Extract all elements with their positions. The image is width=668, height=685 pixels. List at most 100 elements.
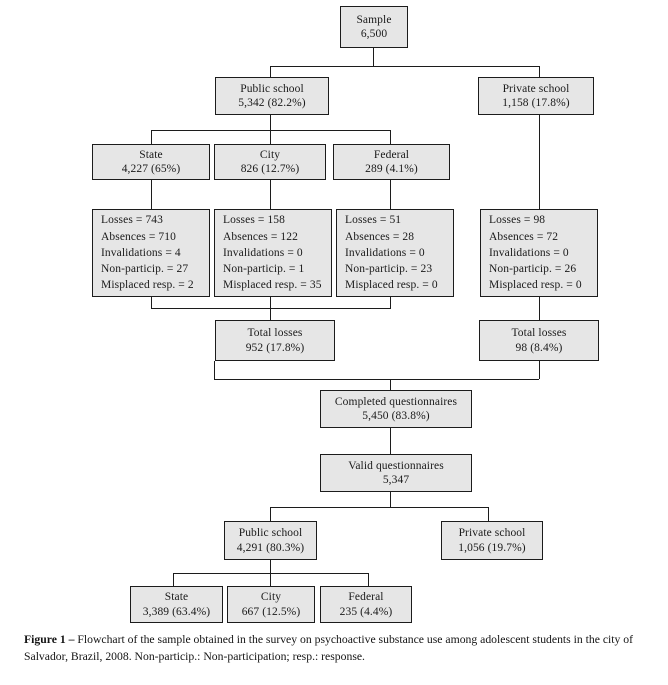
- node-federal-1-line1: Federal: [373, 148, 410, 161]
- connector-losses-state-down: [151, 297, 153, 308]
- connector-to-public-school-2: [270, 507, 272, 521]
- connector-to-city-2: [270, 573, 272, 586]
- node-total-losses-private[interactable]: Total losses 98 (8.4%): [479, 320, 599, 361]
- node-federal-1[interactable]: Federal 289 (4.1%): [333, 144, 450, 180]
- completed-line1: Completed questionnaires: [334, 395, 458, 408]
- losses-private-line1: Losses = 98: [489, 214, 546, 227]
- connector-public-school-2-down: [270, 560, 272, 573]
- connector-total-losses-private-down: [538, 361, 540, 379]
- connector-total-losses-public-down: [214, 361, 216, 379]
- losses-state-line1: Losses = 743: [101, 214, 163, 227]
- connector-sample-down: [373, 48, 375, 66]
- connector-completed-to-valid: [389, 428, 391, 454]
- losses-state-line5: Misplaced resp. = 2: [101, 279, 194, 292]
- node-sample-line1: Sample: [356, 13, 392, 26]
- connector-merge-completed: [214, 379, 539, 381]
- valid-line1: Valid questionnaires: [348, 459, 444, 472]
- node-state-2[interactable]: State 3,389 (63.4%): [130, 586, 223, 623]
- node-sample[interactable]: Sample 6,500: [340, 6, 408, 48]
- losses-state-line2: Absences = 710: [101, 230, 176, 243]
- node-losses-federal[interactable]: Losses = 51 Absences = 28 Invalidations …: [336, 209, 454, 297]
- node-private-school-2-line1: Private school: [458, 527, 526, 539]
- total-losses-public-line2: 952 (17.8%): [245, 341, 305, 354]
- node-public-school-1[interactable]: Public school 5,342 (82.2%): [215, 77, 329, 115]
- total-losses-private-line2: 98 (8.4%): [515, 341, 563, 354]
- losses-federal-line1: Losses = 51: [345, 214, 402, 227]
- node-public-school-2[interactable]: Public school 4,291 (80.3%): [224, 521, 317, 560]
- losses-federal-line4: Non-particip. = 23: [345, 263, 433, 276]
- connector-to-state-2: [173, 573, 175, 586]
- node-private-school-2-line2: 1,056 (19.7%): [458, 541, 526, 554]
- connector-losses-federal-down: [389, 297, 391, 308]
- connector-city-1-to-losses: [270, 180, 272, 209]
- node-public-school-1-line1: Public school: [240, 82, 304, 95]
- losses-city-line4: Non-particip. = 1: [223, 263, 305, 276]
- node-losses-state[interactable]: Losses = 743 Absences = 710 Invalidation…: [92, 209, 210, 297]
- node-city-2[interactable]: City 667 (12.5%): [227, 586, 315, 623]
- figure-caption-text: Flowchart of the sample obtained in the …: [24, 633, 634, 663]
- losses-city-line1: Losses = 158: [223, 214, 285, 227]
- node-federal-2-line1: Federal: [348, 591, 384, 603]
- losses-private-line3: Invalidations = 0: [489, 246, 569, 259]
- node-city-1[interactable]: City 826 (12.7%): [214, 144, 326, 180]
- node-total-losses-public[interactable]: Total losses 952 (17.8%): [215, 320, 335, 361]
- connector-to-private-school-2: [487, 507, 489, 521]
- connector-to-private-school-1: [538, 66, 540, 77]
- node-private-school-1-line1: Private school: [502, 82, 570, 95]
- figure-caption: Figure 1 – Flowchart of the sample obtai…: [24, 632, 646, 665]
- completed-line2: 5,450 (83.8%): [362, 410, 430, 422]
- node-city-2-line1: City: [260, 591, 282, 603]
- losses-private-line5: Misplaced resp. = 0: [489, 279, 582, 292]
- connector-private-school-1-to-losses: [538, 115, 540, 209]
- figure-label: Figure 1 –: [24, 633, 75, 646]
- connector-to-completed: [389, 379, 391, 390]
- node-sample-line2: 6,500: [360, 28, 388, 40]
- node-city-1-line1: City: [259, 148, 281, 161]
- losses-federal-line2: Absences = 28: [345, 230, 415, 243]
- connector-federal-1-to-losses: [389, 180, 391, 209]
- node-public-school-1-line2: 5,342 (82.2%): [238, 97, 306, 109]
- node-private-school-2[interactable]: Private school 1,056 (19.7%): [441, 521, 543, 560]
- connector-losses-private-down: [538, 297, 540, 320]
- losses-city-line3: Invalidations = 0: [223, 246, 303, 259]
- node-completed-questionnaires[interactable]: Completed questionnaires 5,450 (83.8%): [320, 390, 472, 428]
- node-federal-2-line2: 235 (4.4%): [339, 605, 393, 618]
- losses-state-line3: Invalidations = 4: [101, 246, 181, 259]
- connector-merge-total-losses-public: [151, 308, 391, 310]
- losses-private-line2: Absences = 72: [489, 230, 559, 243]
- node-state-1-line2: 4,227 (65%): [121, 163, 181, 175]
- losses-federal-line3: Invalidations = 0: [345, 246, 425, 259]
- connector-to-federal-1: [389, 130, 391, 144]
- node-city-1-line2: 826 (12.7%): [240, 163, 300, 175]
- node-state-2-line1: State: [164, 591, 189, 603]
- connector-to-state-1: [151, 130, 153, 144]
- valid-line2: 5,347: [382, 474, 410, 486]
- connector-to-public-school-1: [270, 66, 272, 77]
- losses-federal-line5: Misplaced resp. = 0: [345, 279, 438, 292]
- losses-private-line4: Non-particip. = 26: [489, 263, 577, 276]
- total-losses-private-line1: Total losses: [511, 327, 567, 339]
- node-federal-1-line2: 289 (4.1%): [365, 163, 418, 175]
- losses-state-line4: Non-particip. = 27: [101, 263, 189, 276]
- connector-bus-level1: [270, 66, 540, 68]
- node-private-school-1[interactable]: Private school 1,158 (17.8%): [478, 77, 594, 115]
- connector-to-city-1: [270, 130, 272, 144]
- node-losses-city[interactable]: Losses = 158 Absences = 122 Invalidation…: [214, 209, 332, 297]
- losses-city-line5: Misplaced resp. = 35: [223, 279, 322, 292]
- node-state-1-line1: State: [139, 148, 163, 161]
- node-federal-2[interactable]: Federal 235 (4.4%): [320, 586, 412, 623]
- flowchart-canvas: Sample 6,500 Public school 5,342 (82.2%)…: [92, 6, 599, 623]
- total-losses-public-line1: Total losses: [247, 327, 303, 339]
- node-private-school-1-line2: 1,158 (17.8%): [502, 97, 570, 109]
- node-public-school-2-line2: 4,291 (80.3%): [236, 541, 305, 554]
- node-valid-questionnaires[interactable]: Valid questionnaires 5,347: [320, 454, 472, 492]
- node-losses-private[interactable]: Losses = 98 Absences = 72 Invalidations …: [480, 209, 598, 297]
- connector-state-1-to-losses: [151, 180, 153, 209]
- node-public-school-2-line1: Public school: [238, 527, 303, 539]
- connector-to-federal-2: [367, 573, 369, 586]
- connector-valid-down: [389, 492, 391, 507]
- connector-public-school-1-down: [270, 115, 272, 130]
- node-state-2-line2: 3,389 (63.4%): [142, 605, 211, 618]
- node-state-1[interactable]: State 4,227 (65%): [92, 144, 210, 180]
